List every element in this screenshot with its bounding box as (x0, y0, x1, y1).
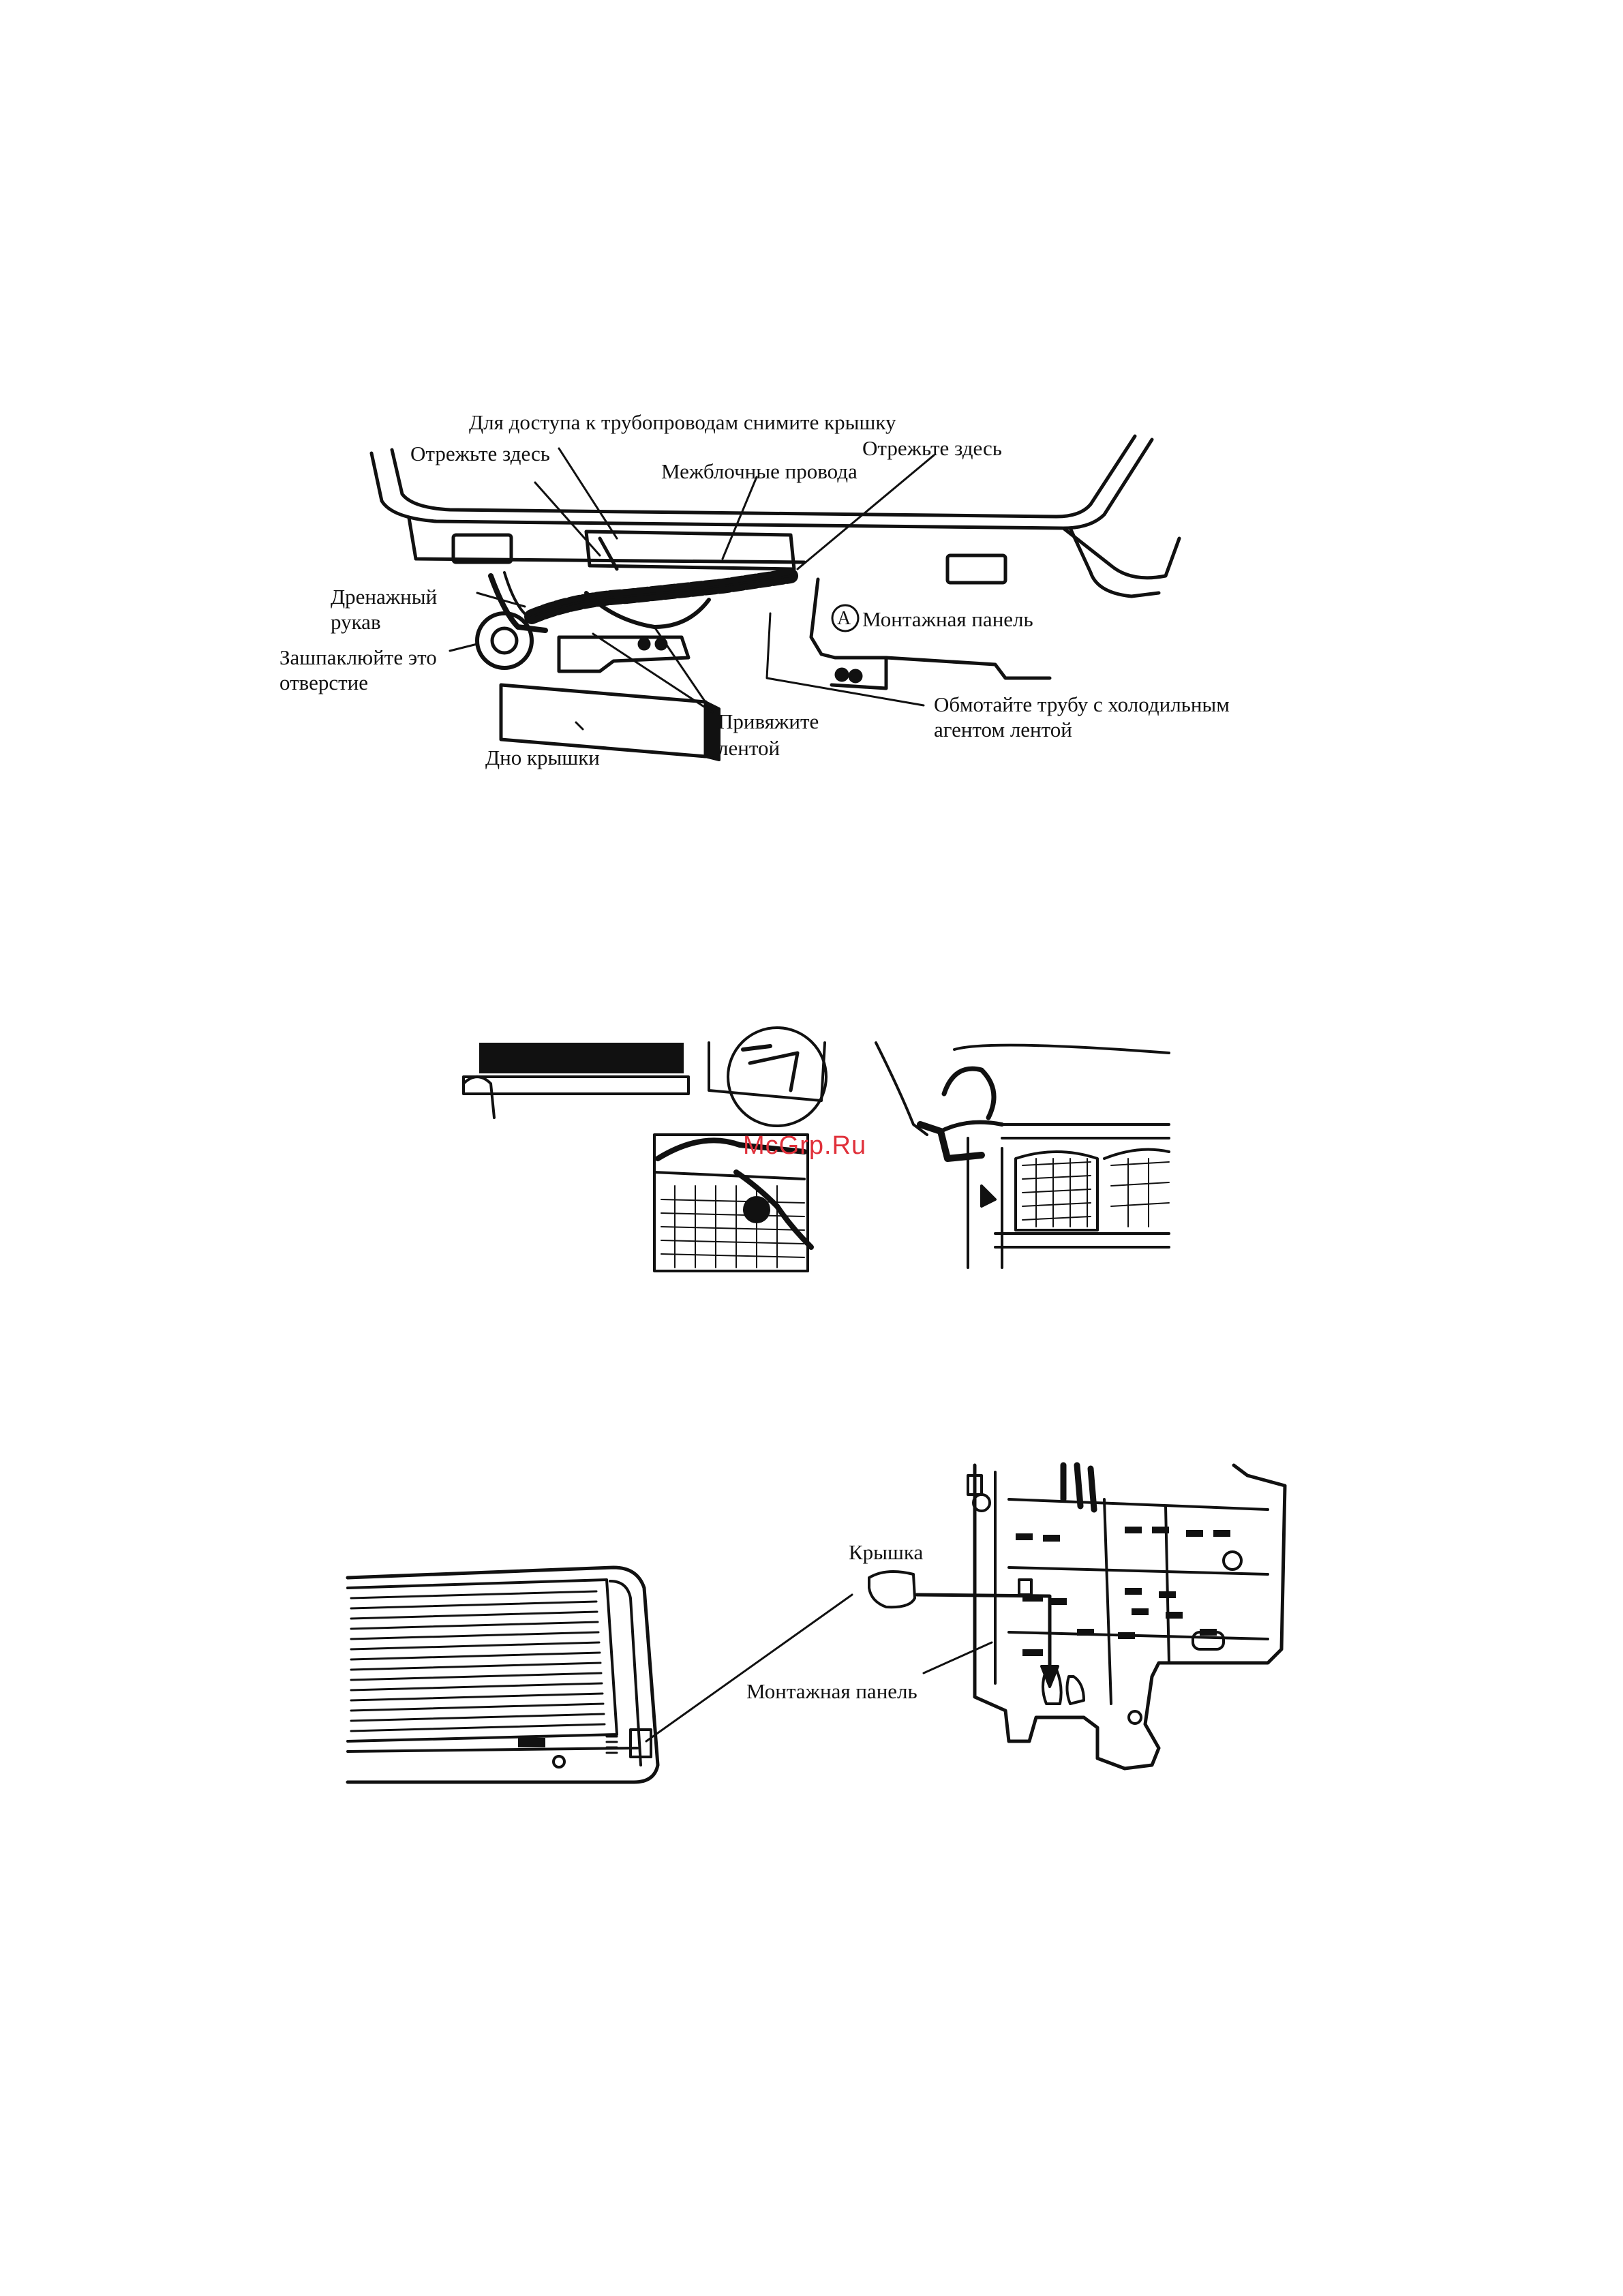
label-mounting-panel-2: Монтажная панель (746, 1679, 917, 1703)
figure-cover-mounting: Крышка Монтажная панель (0, 0, 1623, 1840)
cover-mounting-drawing (0, 0, 1623, 1840)
label-cover: Крышка (849, 1540, 923, 1564)
